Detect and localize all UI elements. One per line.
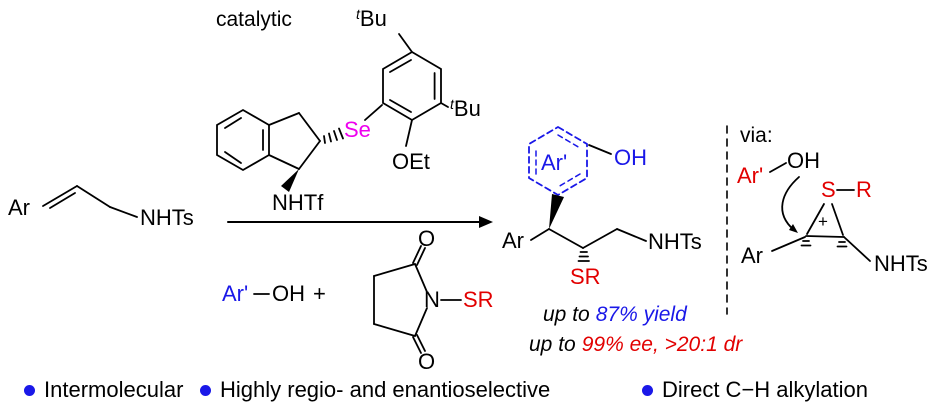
- via-label: via:: [740, 124, 773, 147]
- plus-sign: +: [313, 281, 326, 306]
- reactant-nhts-label: NHTs: [140, 205, 194, 230]
- bold-wedge-nhtf: [281, 169, 299, 192]
- via-plus-charge: +: [818, 212, 828, 231]
- up-to-text: up to: [543, 303, 590, 326]
- bullet-label: Direct C−H alkylation: [662, 377, 869, 402]
- via-arprime-label: Ar': [737, 163, 764, 188]
- bullet-icon: [24, 384, 35, 396]
- catalyst-structure: [216, 33, 449, 192]
- bullet-item-selective: Highly regio- and enantioselective: [200, 377, 550, 403]
- tbu-superscript: t: [356, 6, 360, 22]
- yield-value: 87% yield: [595, 303, 687, 326]
- via-oh-label: OH: [787, 148, 820, 173]
- bold-wedge-arene: [549, 194, 564, 229]
- reactant-ar-label: Ar: [8, 195, 30, 220]
- product-arprime-label: Ar': [541, 150, 568, 175]
- bullet-item-intermolecular: Intermolecular: [24, 377, 183, 403]
- succinimide-sr-label: SR: [463, 287, 494, 312]
- tbu-top-label: tBu: [356, 6, 387, 31]
- ee-dr-value: 99% ee, >20:1 dr: [581, 333, 743, 356]
- via-s-label: S: [821, 177, 836, 202]
- nhtf-label: NHTf: [272, 190, 324, 215]
- reactant-structure: [42, 185, 138, 218]
- hashed-stereo-marks: [800, 240, 848, 248]
- product-oh-label: OH: [614, 145, 647, 170]
- succinimide-structure: [373, 245, 462, 354]
- product-structure: [528, 125, 647, 262]
- tbu-superscript: t: [450, 96, 454, 112]
- phenol-arprime-label: Ar': [222, 281, 249, 306]
- via-nhts-label: NHTs: [874, 251, 928, 276]
- tbu-base: Bu: [453, 96, 481, 121]
- tbu-base: Bu: [359, 6, 387, 31]
- succinimide-o-top-label: O: [418, 226, 436, 251]
- succinimide-o-bottom-label: O: [418, 349, 436, 374]
- product-nhts-label: NHTs: [648, 229, 702, 254]
- dashed-arene-ring: [528, 125, 588, 197]
- via-structure: [769, 162, 871, 262]
- bullet-label: Highly regio- and enantioselective: [220, 377, 551, 402]
- phenol-oh-label: OH: [272, 281, 305, 306]
- product-sr-label: SR: [570, 264, 601, 289]
- bullet-icon: [200, 384, 211, 396]
- via-ar-label: Ar: [741, 243, 763, 268]
- tbu-right-label: tBu: [450, 96, 481, 121]
- reaction-arrow: [227, 216, 493, 228]
- bullet-label: Intermolecular: [44, 377, 184, 402]
- bullet-item-ch-alkylation: Direct C−H alkylation: [642, 377, 868, 403]
- succinimide-n-label: N: [424, 287, 440, 312]
- up-to-text: up to: [529, 333, 576, 356]
- oet-label: OEt: [392, 149, 430, 174]
- catalytic-label: catalytic: [216, 8, 292, 31]
- hashed-wedge-sr: [577, 251, 590, 262]
- via-r-label: R: [856, 177, 872, 202]
- bullet-icon: [642, 384, 653, 396]
- hashed-wedge-se: [323, 127, 344, 144]
- curved-attack-arrow: [781, 176, 800, 231]
- product-ar-label: Ar: [502, 228, 524, 253]
- se-label: Se: [344, 117, 371, 142]
